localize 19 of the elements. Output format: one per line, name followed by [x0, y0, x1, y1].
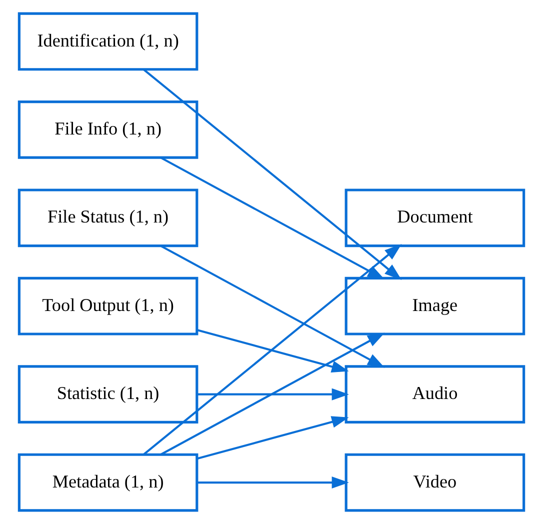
arrow	[196, 328, 349, 373]
node-box: Metadata (1, n)	[18, 453, 198, 512]
node-box: File Info (1, n)	[18, 100, 198, 159]
arrow	[143, 68, 402, 280]
node-box: Statistic (1, n)	[18, 365, 198, 424]
node-box: Identification (1, n)	[18, 12, 198, 71]
arrow	[160, 244, 385, 368]
arrow	[197, 388, 349, 400]
arrow	[197, 476, 349, 489]
node-box: Audio	[344, 365, 526, 424]
node-box: Document	[344, 188, 526, 248]
node-box: File Status (1, n)	[18, 188, 198, 248]
node-box: Video	[344, 453, 526, 512]
arrow	[196, 416, 349, 460]
arrow	[160, 156, 385, 280]
node-box: Tool Output (1, n)	[18, 276, 198, 336]
node-box: Image	[344, 276, 526, 336]
arrow	[143, 244, 402, 456]
arrow	[160, 332, 385, 456]
